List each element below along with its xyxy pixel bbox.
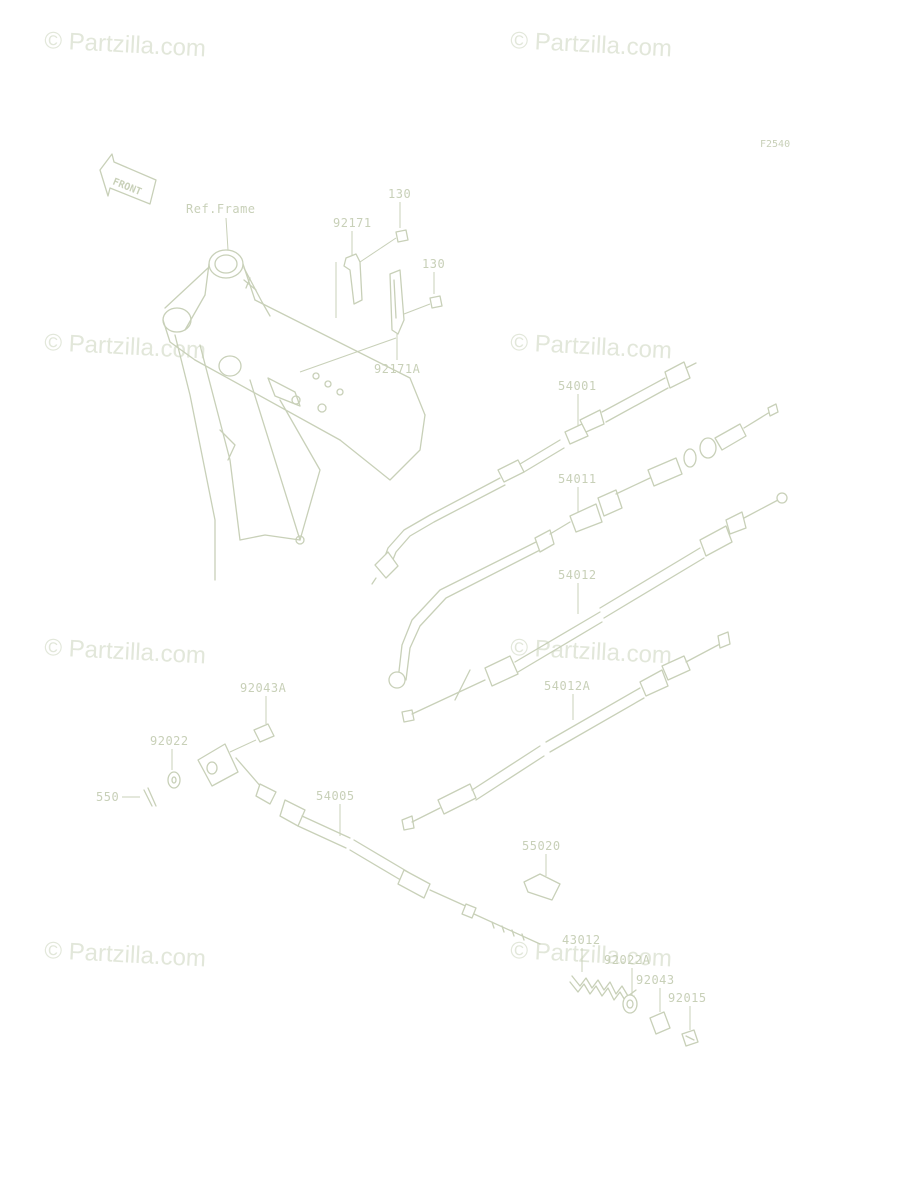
bolt-130: 130 <box>359 187 411 263</box>
cable-54011: 54011 <box>388 403 779 689</box>
label-92022A: 92022A <box>604 953 651 967</box>
label-92022: 92022 <box>150 734 189 748</box>
spring-43012: 43012 <box>562 933 637 1003</box>
frame: Ref.Frame <box>162 202 426 581</box>
bolt-130-b: 130 <box>403 257 445 315</box>
cable-54001: 54001 <box>371 361 697 585</box>
washer-92022A: 92022A <box>604 953 651 1014</box>
washer-92022: 92022 <box>150 734 189 789</box>
watermark: © Partzilla.com <box>44 27 207 62</box>
label-130-b: 130 <box>422 257 445 271</box>
label-54012A: 54012A <box>544 679 591 693</box>
figure-code: F2540 <box>760 139 790 150</box>
cable-54012: 54012 <box>401 492 788 723</box>
holder-55020: 55020 <box>522 839 561 901</box>
watermark: © Partzilla.com <box>44 937 207 972</box>
ref-frame-label: Ref.Frame <box>186 202 256 216</box>
label-54005: 54005 <box>316 789 355 803</box>
label-92171: 92171 <box>333 216 372 230</box>
cable-54012A: 54012A <box>401 631 731 831</box>
watermark: © Partzilla.com <box>510 27 673 62</box>
label-54011: 54011 <box>558 472 597 486</box>
front-arrow: FRONT <box>99 153 157 205</box>
watermark: © Partzilla.com <box>44 329 207 364</box>
label-55020: 55020 <box>522 839 561 853</box>
pin-92043A: 92043A <box>229 681 287 753</box>
nut-92015: 92015 <box>668 991 707 1047</box>
cotter-pin-550: 550 <box>96 787 157 807</box>
label-550: 550 <box>96 790 119 804</box>
watermark: © Partzilla.com <box>44 634 207 669</box>
label-54012: 54012 <box>558 568 597 582</box>
cable-54005: 54005 <box>197 743 541 945</box>
label-92043: 92043 <box>636 973 675 987</box>
bracket-92171: 92171 <box>333 216 372 318</box>
collar-92043: 92043 <box>636 973 675 1035</box>
watermark: © Partzilla.com <box>510 634 673 669</box>
label-54001: 54001 <box>558 379 597 393</box>
label-43012: 43012 <box>562 933 601 947</box>
label-130: 130 <box>388 187 411 201</box>
bracket-92171A: 92171A <box>299 269 421 376</box>
label-92171A: 92171A <box>374 362 421 376</box>
watermark: © Partzilla.com <box>510 329 673 364</box>
label-92043A: 92043A <box>240 681 287 695</box>
label-92015: 92015 <box>668 991 707 1005</box>
